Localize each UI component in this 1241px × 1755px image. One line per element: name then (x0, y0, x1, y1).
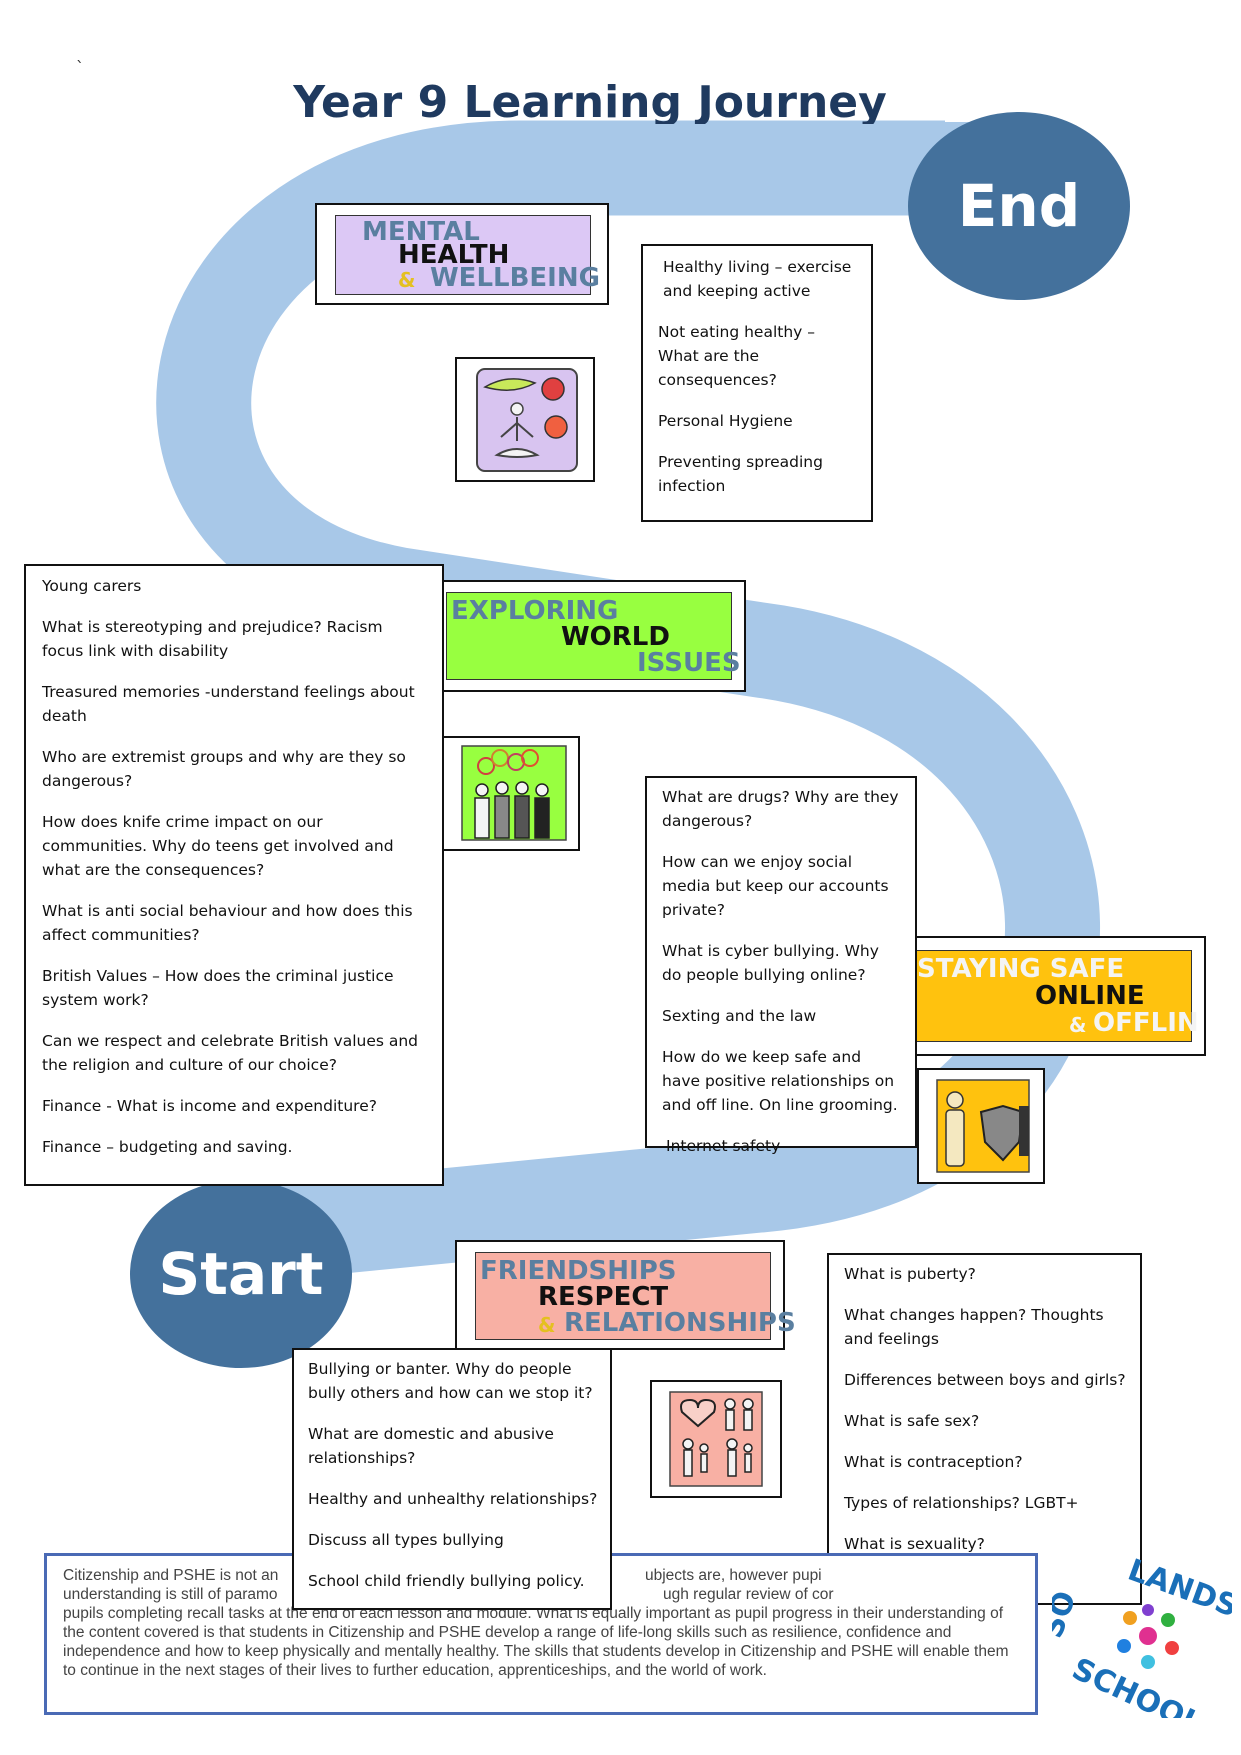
logo-text-lands: LANDS (1123, 1553, 1232, 1625)
topic-item: What is safe sex? (844, 1412, 980, 1430)
topic-item: Young carers (42, 577, 142, 595)
banner-line: & (398, 268, 416, 292)
summary-line-1: Citizenship and PSHE is not an ubjects a… (63, 1567, 822, 1584)
topic-item: Who are extremist groups and why are the… (42, 748, 406, 790)
topic-item: Finance - What is income and expenditure… (42, 1097, 377, 1115)
topic-item: What are domestic and abusive relationsh… (308, 1425, 554, 1467)
end-circle: End (908, 112, 1130, 300)
topic-item: Bullying or banter. Why do people bully … (308, 1360, 593, 1402)
topic-item: Types of relationships? LGBT+ (844, 1494, 1079, 1512)
banner-line: RESPECT (538, 1282, 669, 1312)
banner-line: WELLBEING (430, 263, 600, 293)
staying-safe-banner-inner: STAYING SAFE ONLINE & OFFLIN (916, 950, 1199, 1042)
logo-text-so: SO (1052, 1586, 1084, 1642)
topic-item: What is stereotyping and prejudice? Raci… (42, 618, 383, 660)
mental-health-banner: MENTAL HEALTH & WELLBEING (315, 203, 609, 305)
topic-item: Can we respect and celebrate British val… (42, 1032, 419, 1074)
topic-item: What is contraception? (844, 1453, 1023, 1471)
stray-mark: ` (76, 58, 84, 77)
summary-line-2: understanding is still of paramo ugh reg… (63, 1586, 834, 1603)
banner-line: & (1069, 1013, 1087, 1037)
topic-item: How do we keep safe and have positive re… (662, 1048, 898, 1114)
school-logo-icon: SO LANDS SCHOOL (1035, 1553, 1241, 1742)
friendships-banner: FRIENDSHIPS RESPECT & RELATIONSHIPS (455, 1240, 796, 1350)
bullying-topics: Bullying or banter. Why do people bully … (292, 1348, 612, 1610)
banner-line: ISSUES (637, 648, 741, 678)
banner-line: & (538, 1313, 556, 1337)
banner-line: WORLD (561, 622, 670, 652)
puberty-topics: What is puberty? What changes happen? Th… (827, 1253, 1142, 1605)
school-logo: SO LANDS SCHOOL (1035, 1548, 1241, 1742)
staying-safe-banner: STAYING SAFE ONLINE & OFFLIN (900, 936, 1206, 1056)
world-issues-topics: Young carers What is stereotyping and pr… (24, 564, 444, 1186)
summary-paragraph: Citizenship and PSHE is not an ubjects a… (44, 1553, 1038, 1715)
person-shield-phone-icon (917, 1068, 1045, 1184)
logo-text-school: SCHOOL (1067, 1652, 1208, 1718)
banner-line: OFFLIN (1093, 1008, 1199, 1038)
topic-item: What is puberty? (844, 1265, 976, 1283)
staying-safe-topics: What are drugs? Why are they dangerous? … (645, 776, 917, 1155)
banner-line: ONLINE (1035, 981, 1145, 1011)
summary-rest: pupils completing recall tasks at the en… (63, 1605, 1009, 1679)
topic-item: How does knife crime impact on our commu… (42, 813, 394, 879)
topic-item: Sexting and the law (662, 1007, 817, 1025)
mental-health-topics: Healthy living – exercise and keeping ac… (641, 244, 873, 522)
banner-line: MENTAL (362, 217, 480, 247)
topic-item: Healthy living – exercise and keeping ac… (663, 258, 852, 300)
topic-item: Personal Hygiene (658, 412, 793, 430)
start-label: Start (158, 1240, 324, 1308)
topic-item: What is anti social behaviour and how do… (42, 902, 413, 944)
start-circle: Start (130, 1180, 352, 1368)
topic-item: School child friendly bullying policy. (308, 1572, 585, 1590)
world-issues-banner-inner: EXPLORING WORLD ISSUES (446, 592, 741, 680)
banner-line: HEALTH (398, 240, 510, 270)
banner-line: RELATIONSHIPS (564, 1308, 796, 1338)
topic-item: Differences between boys and girls? (844, 1371, 1126, 1389)
banner-line: STAYING SAFE (917, 954, 1125, 984)
page-title: Year 9 Learning Journey (293, 77, 887, 124)
topic-item: Preventing spreading infection (658, 453, 823, 495)
topic-item: British Values – How does the criminal j… (42, 967, 394, 1009)
banner-line: EXPLORING (451, 596, 619, 626)
people-balloons-icon (440, 736, 580, 851)
topic-item: What is cyber bullying. Why do people bu… (662, 942, 879, 984)
topic-item: What are drugs? Why are they dangerous? (662, 788, 899, 830)
world-issues-banner: EXPLORING WORLD ISSUES (430, 580, 746, 692)
banner-line: FRIENDSHIPS (480, 1256, 677, 1286)
topic-item: What changes happen? Thoughts and feelin… (844, 1306, 1104, 1348)
topic-item: How can we enjoy social media but keep o… (662, 853, 889, 919)
heart-families-icon (650, 1380, 782, 1498)
topic-item: Not eating healthy – What are the conseq… (658, 323, 816, 389)
topic-item: Healthy and unhealthy relationships? (308, 1490, 598, 1508)
topic-item: What is sexuality? (844, 1535, 985, 1553)
meditation-fruit-icon (455, 357, 595, 482)
topic-item: Finance – budgeting and saving. (42, 1138, 293, 1156)
end-label: End (957, 172, 1081, 240)
topic-item: Discuss all types bullying (308, 1531, 504, 1549)
mental-health-banner-inner: MENTAL HEALTH & WELLBEING (335, 215, 600, 295)
friendships-banner-inner: FRIENDSHIPS RESPECT & RELATIONSHIPS (475, 1252, 796, 1340)
topic-item: Internet safety (666, 1137, 781, 1155)
topic-item: Treasured memories -understand feelings … (42, 683, 415, 725)
